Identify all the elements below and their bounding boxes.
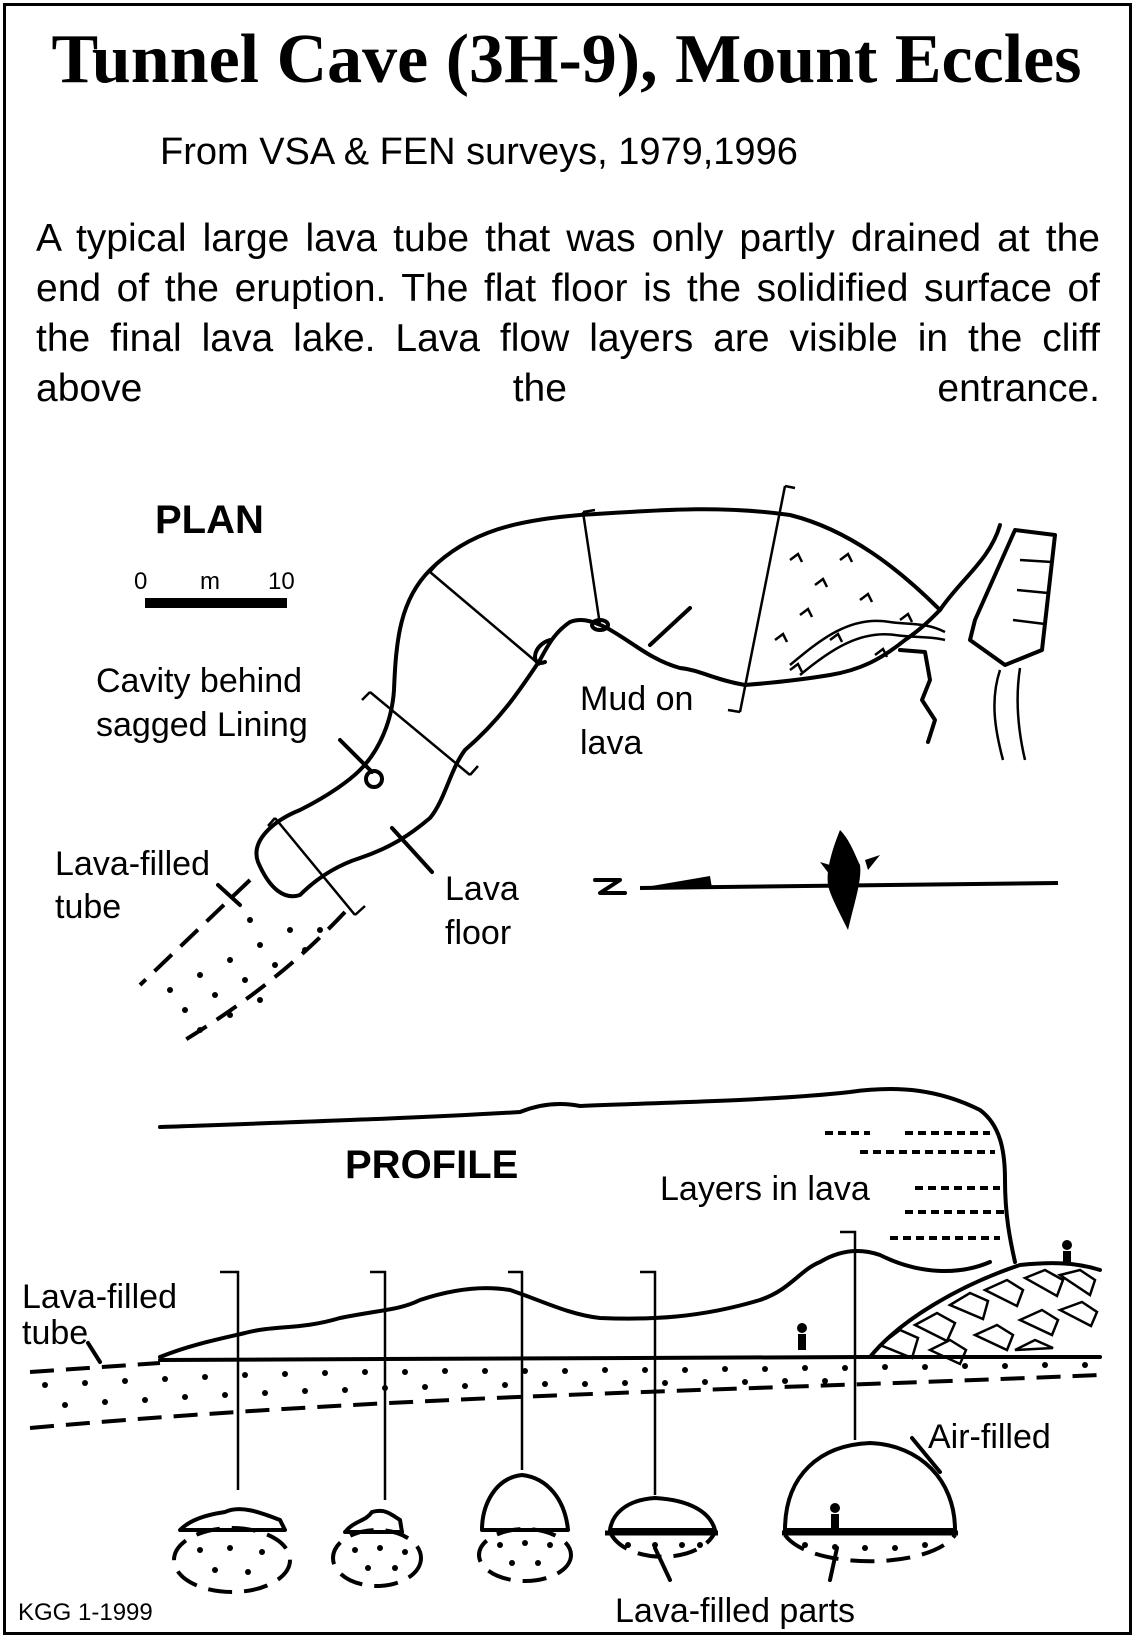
- cavity-circle: [364, 769, 384, 789]
- plan-cave-outline: [254, 507, 942, 899]
- lava-floor-label-line1: Lava: [445, 870, 519, 908]
- diagram-frame: [3, 3, 1132, 1635]
- mud-label-line1: Mud on: [580, 680, 693, 718]
- north-arrow: N: [593, 830, 1059, 930]
- diagram-subtitle: From VSA & FEN surveys, 1979,1996: [160, 131, 798, 173]
- plan-leader-lines: [216, 606, 692, 907]
- scale-start-label: 0: [134, 568, 147, 595]
- cavity-label-line1: Cavity behind: [96, 662, 302, 700]
- scale-unit-label: m: [200, 568, 220, 595]
- cross-section-2: [331, 1508, 423, 1588]
- plan-entrance-rubble: [774, 552, 946, 744]
- cross-section-1: [172, 1507, 292, 1594]
- plan-lava-filled-label-line2: tube: [55, 888, 121, 926]
- plan-lava-filled-label-line1: Lava-filled: [55, 845, 210, 883]
- profile-entrance-rubble: [868, 1261, 1102, 1366]
- layers-label: Layers in lava: [660, 1170, 870, 1208]
- plan-entrance-steps: [938, 523, 1057, 761]
- air-filled-label: Air-filled: [928, 1418, 1051, 1456]
- profile-lava-filled-tube: [29, 1361, 1101, 1430]
- cross-section-4: [605, 1496, 718, 1559]
- scale-bar: 0 m 10: [134, 568, 295, 608]
- plan-section-lines: [267, 484, 796, 916]
- mud-label-line2: lava: [580, 724, 642, 762]
- profile-heading: PROFILE: [345, 1143, 518, 1187]
- profile-lava-layers: [825, 1131, 1005, 1240]
- profile-section-markers: [220, 1230, 857, 1500]
- plan-heading: PLAN: [155, 498, 264, 542]
- credit-label: KGG 1-1999: [18, 1599, 153, 1626]
- profile-cave-roof: [158, 1249, 992, 1359]
- cross-section-3: [477, 1473, 573, 1583]
- scale-bar-line: [145, 598, 287, 608]
- lava-floor-label-line2: floor: [445, 914, 511, 952]
- bat-icon: [827, 830, 861, 930]
- profile-lava-filled-label-line2: tube: [22, 1314, 88, 1352]
- diagram-title: Tunnel Cave (3H-9), Mount Eccles: [51, 21, 1082, 98]
- north-arrow-letter-icon: [593, 878, 627, 895]
- profile-cave-floor: [158, 1355, 1102, 1362]
- cavity-label-line2: sagged Lining: [96, 706, 308, 744]
- plan-side-pocket: [533, 638, 552, 665]
- profile-lava-filled-label-line1: Lava-filled: [22, 1278, 177, 1316]
- plan-lava-filled-tube: [138, 878, 347, 1042]
- cross-section-5: [782, 1441, 958, 1564]
- scale-end-label: 10: [268, 568, 295, 595]
- cross-section-person-icon: [830, 1503, 840, 1532]
- profile-ground-surface: [158, 1087, 1017, 1264]
- lava-filled-parts-label: Lava-filled parts: [615, 1592, 855, 1630]
- person-icon: [797, 1240, 1072, 1350]
- profile-leader-lines: [86, 1341, 942, 1582]
- diagram-description: A typical large lava tube that was only …: [36, 217, 1100, 410]
